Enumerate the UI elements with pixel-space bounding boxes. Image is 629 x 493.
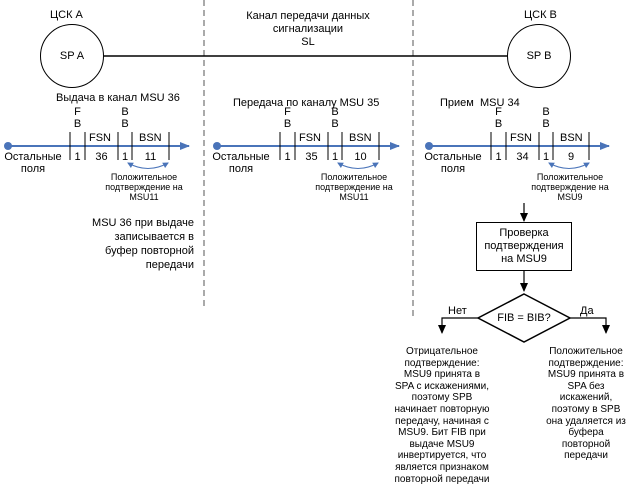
panel-2-title: Передача по каналу MSU 35	[233, 97, 380, 109]
panel-2-fsn-label: FSN	[299, 132, 321, 144]
panel-3-fsn-label: FSN	[510, 132, 532, 144]
panel-2-fsn-value: 35	[305, 151, 318, 163]
channel-line-1: Канал передачи данных	[246, 10, 370, 22]
channel-title: Канал передачи данных сигнализации SL	[210, 10, 406, 49]
sp-b-label: SP B	[526, 50, 552, 62]
channel-line-3: SL	[301, 36, 315, 48]
channel-line-2: сигнализации	[272, 23, 344, 35]
sp-b-node: SP B	[507, 24, 571, 88]
timeline-2	[213, 132, 400, 169]
panel-3-title: Прием MSU 34	[440, 97, 520, 109]
panel-3-bib-value: 1	[542, 151, 550, 163]
panel-1-bib-value: 1	[121, 151, 129, 163]
decision-label: FIB = BIB?	[497, 312, 551, 324]
panel-1-bsn-value: 11	[144, 151, 157, 163]
panel-1-title: Выдача в канал MSU 36	[56, 92, 180, 104]
timeline-1	[4, 132, 190, 169]
panel-3-fib-value: 1	[495, 151, 502, 163]
flow-connectors	[438, 203, 610, 334]
panel-1-bsn-label: BSN	[139, 132, 162, 144]
station-b-label: ЦСК В	[524, 9, 557, 21]
panel-2-bsn-label: BSN	[349, 132, 372, 144]
panel-2-fib-value: 1	[284, 151, 291, 163]
panel-3-bsn-value: 9	[567, 151, 575, 163]
station-a-label: ЦСК А	[50, 9, 83, 21]
panel-2-bib-value: 1	[331, 151, 339, 163]
panel-3-fsn-value: 34	[516, 151, 529, 163]
decision-diamond	[476, 293, 572, 343]
panel-1-fib-value: 1	[74, 151, 81, 163]
no-branch-label: Нет	[448, 305, 467, 317]
sp-a-label: SP A	[59, 50, 85, 62]
timeline-3	[425, 132, 610, 169]
yes-branch-label: Да	[580, 305, 594, 317]
panel-1-fsn-value: 36	[95, 151, 108, 163]
sp-a-node: SP A	[40, 24, 104, 88]
panel-2-bsn-value: 10	[354, 151, 367, 163]
panel-1-fsn-label: FSN	[89, 132, 111, 144]
panel-3-bsn-label: BSN	[560, 132, 583, 144]
